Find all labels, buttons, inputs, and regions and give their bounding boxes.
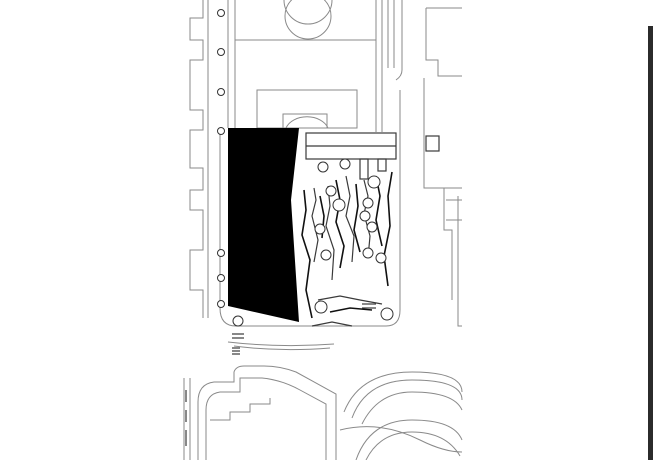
vertical-scrollbar[interactable] [648,26,653,460]
left-building-outline [189,0,209,318]
lower-left-buildings [183,365,337,460]
sports-pitch [227,0,395,132]
circular-plaza [339,371,463,460]
terraced-garden [301,171,393,327]
building-footprint [228,128,299,322]
trees [217,9,394,327]
right-buildings [395,0,462,327]
pavilion [305,132,397,180]
site-boundary [219,90,401,327]
entrance-stairs [227,333,335,355]
